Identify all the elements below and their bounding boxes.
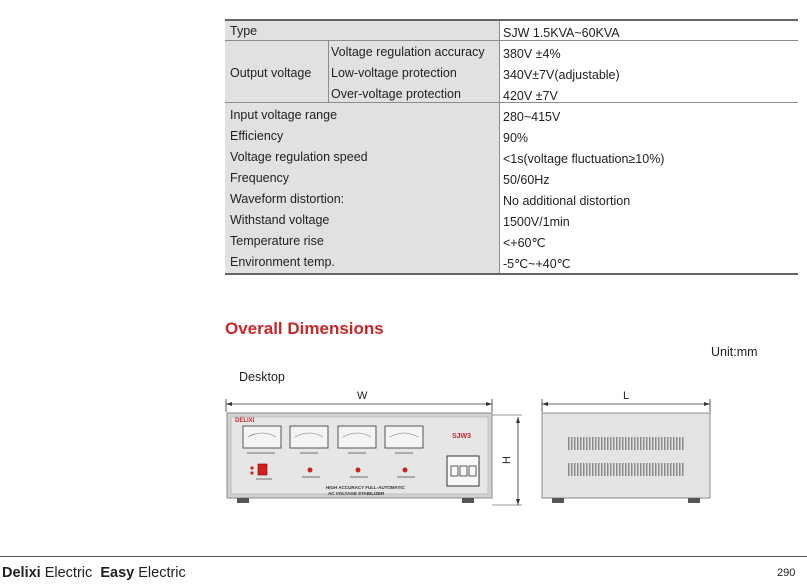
panel-text-line1: HIGH ACCURACY FULL-AUTOMATIC: [326, 485, 405, 490]
output-row-label: Voltage regulation accuracy: [331, 45, 485, 59]
desktop-label: Desktop: [239, 370, 285, 384]
spec-table: Type SJW 1.5KVA~60KVA Output voltage Vol…: [225, 19, 798, 275]
footer-divider: [0, 556, 807, 557]
unit-label: Unit:mm: [711, 345, 758, 359]
length-label: L: [623, 390, 630, 402]
output-row-value: 420V ±7V: [503, 89, 558, 103]
spec-row-label: Efficiency: [230, 129, 284, 143]
spec-row-label: Temperature rise: [230, 234, 324, 248]
spec-row-value: No additional distortion: [503, 194, 631, 208]
footer-brand-name: Easy: [100, 565, 135, 581]
col-divider: [499, 21, 500, 273]
output-row-label: Low-voltage protection: [331, 66, 457, 80]
footer-brand: Delixi Electric Easy Electric: [2, 565, 186, 581]
model-label: SJW3: [452, 433, 472, 440]
output-row-value: 340V±7V(adjustable): [503, 68, 620, 82]
spec-row-label: Voltage regulation speed: [230, 150, 368, 164]
side-view-drawing: [541, 399, 711, 503]
type-value: SJW 1.5KVA~60KVA: [503, 26, 620, 40]
spec-row-value: 50/60Hz: [503, 173, 550, 187]
label-column-bg: [225, 21, 499, 273]
footer-brand-word: Electric: [138, 565, 186, 581]
front-view-drawing: [225, 399, 522, 506]
brand-logo: DELIXI: [235, 418, 255, 424]
row-divider: [225, 102, 798, 103]
output-row-value: 380V ±4%: [503, 47, 561, 61]
spec-row-label: Environment temp.: [230, 255, 335, 269]
spec-row-value: 280~415V: [503, 110, 561, 124]
spec-row-label: Input voltage range: [230, 108, 338, 122]
footer-brand-name: Delixi: [2, 565, 41, 581]
spec-row-value: <1s(voltage fluctuation≥10%): [503, 152, 665, 166]
footer-brand-word: Electric: [44, 565, 93, 581]
col-divider: [328, 40, 329, 102]
spec-row-value: 90%: [503, 131, 529, 145]
output-voltage-label: Output voltage: [230, 66, 312, 80]
output-row-label: Over-voltage protection: [331, 87, 461, 101]
type-label: Type: [230, 24, 258, 38]
section-title: Overall Dimensions: [225, 319, 384, 338]
spec-row-value: -5℃~+40℃: [503, 257, 571, 271]
width-label: W: [357, 390, 368, 402]
panel-text-line2: AC VOLTAGE STABILIZER: [328, 491, 385, 496]
spec-row-label: Frequency: [230, 171, 290, 185]
row-divider: [225, 40, 798, 41]
spec-row-label: Waveform distortion:: [230, 192, 345, 206]
spec-row-value: 1500V/1min: [503, 215, 570, 229]
spec-row-label: Withstand voltage: [230, 213, 330, 227]
page-number: 290: [777, 567, 796, 579]
spec-row-value: <+60℃: [503, 236, 546, 250]
